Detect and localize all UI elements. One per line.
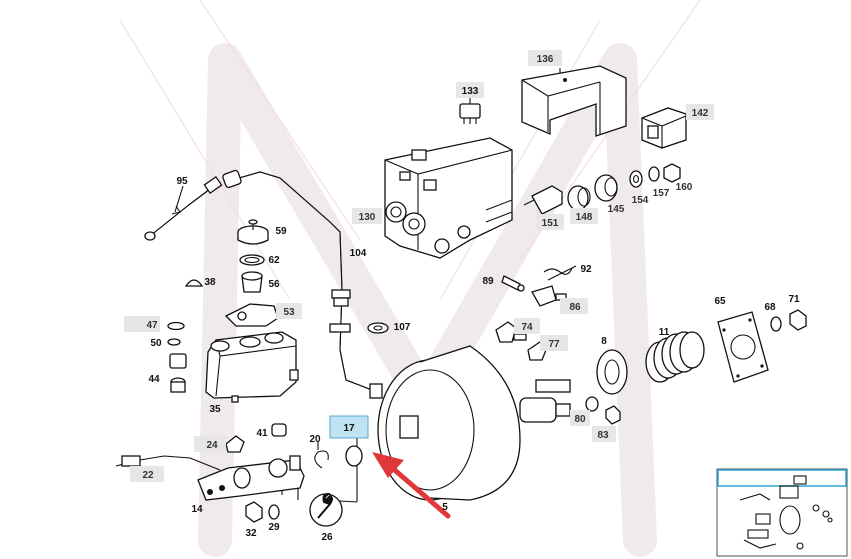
callout-133: 133 — [462, 86, 479, 97]
part-8-seal — [596, 349, 628, 395]
red-pointer-arrow[interactable] — [372, 452, 451, 519]
part-80-washer — [585, 396, 599, 412]
part-50-oring — [167, 338, 181, 346]
part-89-pin — [501, 275, 525, 292]
callout-104: 104 — [350, 248, 367, 259]
callout-136: 136 — [537, 54, 554, 65]
part-20-circlip — [314, 450, 329, 469]
callout-68: 68 — [764, 302, 776, 313]
callout-24: 24 — [206, 440, 218, 451]
callout-142: 142 — [692, 108, 709, 119]
part-107-washer — [367, 322, 389, 334]
callout-83: 83 — [597, 430, 609, 441]
callout-65: 65 — [714, 296, 726, 307]
callout-29: 29 — [268, 522, 280, 533]
part-38-cap — [184, 279, 204, 287]
callout-145: 145 — [608, 204, 625, 215]
callout-50: 50 — [150, 338, 162, 349]
part-74-fitting — [495, 321, 527, 343]
part-32-nut — [245, 501, 263, 523]
part-14-master-cylinder — [197, 455, 305, 501]
callout-107: 107 — [394, 322, 411, 333]
part-71-nut — [789, 309, 807, 331]
part-68-washer — [770, 316, 782, 332]
callout-89: 89 — [482, 276, 494, 287]
callout-26: 26 — [321, 532, 333, 543]
callout-5: 5 — [442, 502, 448, 513]
callout-22: 22 — [142, 470, 154, 481]
part-65-gasket — [717, 311, 769, 383]
callout-56: 56 — [268, 279, 280, 290]
callout-44: 44 — [148, 374, 160, 385]
callout-38: 38 — [204, 277, 216, 288]
callout-17: 17 — [343, 423, 355, 434]
callout-77: 77 — [548, 339, 560, 350]
callout-32: 32 — [245, 528, 257, 539]
part-5-brake-booster — [377, 345, 571, 501]
callout-8: 8 — [601, 336, 607, 347]
part-133-relay — [459, 103, 481, 124]
callout-157: 157 — [653, 188, 670, 199]
callout-labels: 136 133 142 95 130 151 148 145 154 157 1… — [142, 54, 800, 543]
callout-74: 74 — [521, 322, 533, 333]
callout-47: 47 — [146, 320, 158, 331]
parts-148-160-stack — [567, 163, 681, 211]
part-151-fitting — [523, 185, 563, 215]
part-142-connector — [641, 107, 687, 149]
part-56-strainer — [241, 271, 263, 293]
callout-35: 35 — [209, 404, 221, 415]
callout-53: 53 — [283, 307, 295, 318]
part-26-tool-symbol — [309, 492, 343, 527]
part-24-cap — [225, 435, 245, 453]
callout-71: 71 — [788, 294, 800, 305]
part-44-sensor — [169, 353, 187, 393]
callout-62: 62 — [268, 255, 280, 266]
part-92-clip — [543, 265, 577, 281]
callout-backgrounds — [124, 50, 714, 482]
part-136-cover — [521, 65, 627, 137]
part-130-hydraulic-unit — [384, 137, 513, 259]
callout-59: 59 — [275, 226, 287, 237]
part-35-reservoir — [205, 331, 299, 403]
callout-151: 151 — [542, 218, 559, 229]
part-95-brake-hose — [144, 175, 223, 241]
callout-80: 80 — [574, 414, 586, 425]
callout-92: 92 — [580, 264, 592, 275]
callout-130: 130 — [359, 212, 376, 223]
highlight-box-17 — [329, 415, 369, 439]
part-59-reservoir-cap — [237, 219, 269, 245]
callout-160: 160 — [676, 182, 693, 193]
callout-14: 14 — [191, 504, 203, 515]
callout-154: 154 — [632, 195, 649, 206]
part-41-plug — [271, 423, 287, 437]
part-29-washer — [268, 504, 280, 520]
part-83-nut — [605, 405, 621, 425]
part-11-bellows — [645, 331, 705, 383]
callout-20: 20 — [309, 434, 321, 445]
part-17-seal-ring — [345, 445, 363, 467]
callout-148: 148 — [576, 212, 593, 223]
callout-11: 11 — [659, 327, 670, 338]
part-62-seal-ring — [239, 254, 265, 266]
part-104-brake-pipe — [222, 169, 383, 399]
callout-41: 41 — [256, 428, 268, 439]
callout-86: 86 — [569, 302, 581, 313]
minimap-overview[interactable] — [716, 468, 848, 557]
callout-95: 95 — [176, 176, 188, 187]
part-47-washer — [167, 321, 185, 331]
